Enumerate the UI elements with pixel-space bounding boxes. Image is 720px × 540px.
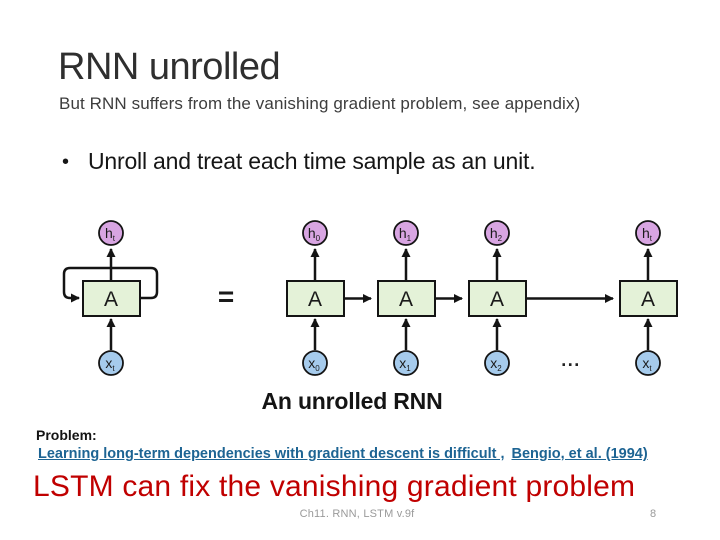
h-node [635, 220, 661, 246]
x-node-label: x0 [308, 355, 320, 373]
footer-text: Ch11. RNN, LSTM v.9f [299, 508, 415, 520]
bullet-text: Unroll and treat each time sample as an … [88, 148, 536, 174]
recurrent-unit: A ht xt [62, 220, 159, 376]
cell-label: A [399, 288, 413, 311]
x-node-label: xt [642, 355, 652, 373]
slide-subtitle: But RNN suffers from the vanishing gradi… [59, 94, 581, 113]
unrolled-unit-1: A h1 x1 [377, 220, 436, 376]
page-number: 8 [650, 508, 657, 520]
h-node-label: ht [642, 225, 653, 243]
h-node-label: h2 [490, 225, 503, 243]
x-node [635, 350, 661, 376]
equals-sign: = [218, 281, 234, 312]
x-node [302, 350, 328, 376]
rnn-diagram: A ht xt = A h0 x0 A h1 x1 [62, 220, 678, 376]
ellipsis: ... [561, 350, 581, 370]
cell-box [377, 280, 436, 317]
slide-title: RNN unrolled [58, 46, 281, 88]
x-node-label: x1 [399, 355, 411, 373]
unrolled-unit-0: A h0 x0 [286, 220, 345, 376]
h-node [98, 220, 124, 246]
reference-line: Learning long-term dependencies with gra… [38, 446, 648, 462]
cell-box [468, 280, 527, 317]
cell-box [286, 280, 345, 317]
conclusion-text: LSTM can fix the vanishing gradient prob… [33, 470, 636, 503]
cell-label: A [490, 288, 504, 311]
cell-label: A [104, 288, 118, 311]
h-node-label: ht [105, 225, 116, 243]
x-node-label: xt [105, 355, 115, 373]
cell-box [619, 280, 678, 317]
cell-label: A [641, 288, 655, 311]
bullet-icon: • [62, 151, 69, 173]
cell-box [82, 280, 141, 317]
problem-label: Problem: [36, 427, 97, 443]
x-node [98, 350, 124, 376]
citation-link[interactable]: Bengio, et al. (1994) [511, 446, 648, 462]
h-node [393, 220, 419, 246]
cell-label: A [308, 288, 322, 311]
x-node [393, 350, 419, 376]
bullet-line: • Unroll and treat each time sample as a… [62, 148, 536, 176]
h-node [484, 220, 510, 246]
paper-link[interactable]: Learning long-term dependencies with gra… [38, 446, 505, 462]
h-node [302, 220, 328, 246]
unrolled-unit-2: A h2 x2 [468, 220, 527, 376]
unrolled-unit-3: A ht xt [619, 220, 678, 376]
h-node-label: h0 [308, 225, 321, 243]
h-node-label: h1 [399, 225, 412, 243]
diagram-caption: An unrolled RNN [261, 388, 443, 414]
x-node [484, 350, 510, 376]
x-node-label: x2 [490, 355, 502, 373]
